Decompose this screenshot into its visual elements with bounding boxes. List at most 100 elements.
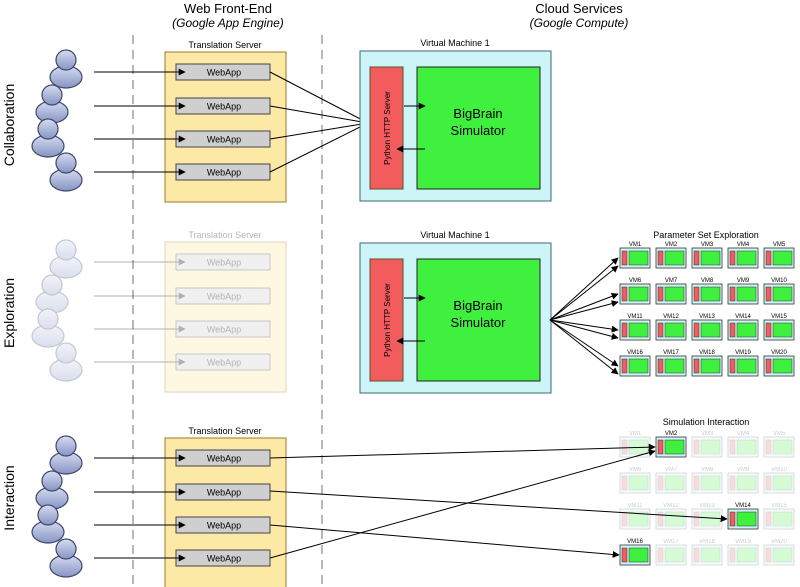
vm-tile-sim [664, 439, 685, 455]
webapp-label: WebApp [207, 135, 241, 145]
webapp-label: WebApp [207, 258, 241, 268]
webapp-collaboration-4[interactable]: WebApp [175, 163, 271, 181]
vm-tile-label: VM5 [773, 431, 786, 437]
vm-tile-label: VM1 [629, 431, 642, 437]
vm-tile-sim [628, 322, 649, 338]
vm-tile-label: VM15 [771, 503, 787, 509]
webapp-box [175, 320, 271, 338]
person-head-icon [41, 84, 63, 106]
vm-tile-box [655, 508, 687, 530]
webapp-interaction-3[interactable]: WebApp [175, 516, 271, 534]
vm-tile-label: VM19 [735, 350, 751, 356]
vm-tile-vm14[interactable]: VM14 [727, 314, 759, 341]
webapp2-to-vm14-arrow [269, 490, 728, 523]
vm-tile-vm13[interactable]: VM13 [691, 314, 723, 341]
vm-tile-vm7[interactable]: VM7 [655, 278, 687, 305]
vm-tile-vm16[interactable]: VM16 [619, 350, 651, 377]
vm-tile-vm20[interactable]: VM20 [763, 350, 795, 377]
vm-tile-vm10[interactable]: VM10 [763, 467, 795, 494]
vm-tile-vm18[interactable]: VM18 [691, 350, 723, 377]
user-collaboration-2 [35, 84, 69, 124]
webapp-collaboration-3[interactable]: WebApp [175, 130, 271, 148]
translation-server-label: Translation Server [188, 426, 261, 436]
vm-tile-vm3[interactable]: VM3 [691, 431, 723, 458]
vm-tile-vm15[interactable]: VM15 [763, 314, 795, 341]
webapp-exploration-3[interactable]: WebApp [175, 320, 271, 338]
vm-tile-vm3[interactable]: VM3 [691, 242, 723, 269]
vm-tile-vm12[interactable]: VM12 [655, 314, 687, 341]
webapp-exploration-4[interactable]: WebApp [175, 353, 271, 371]
person-head-icon [55, 538, 77, 560]
vm-tile-http [657, 286, 664, 302]
webapp-exploration-1[interactable]: WebApp [175, 253, 271, 271]
vm-tile-vm19[interactable]: VM19 [727, 350, 759, 377]
vm-tile-http [729, 322, 736, 338]
webapp-interaction-1[interactable]: WebApp [175, 449, 271, 467]
webapp-collaboration-2[interactable]: WebApp [175, 97, 271, 115]
vm-tile-vm11[interactable]: VM11 [619, 314, 651, 341]
vm-tile-http [693, 250, 700, 266]
vm-tile-sim [736, 475, 757, 491]
vm-tile-box [763, 472, 795, 494]
vm-tile-vm8[interactable]: VM8 [691, 278, 723, 305]
vm-tile-vm6[interactable]: VM6 [619, 467, 651, 494]
frontend-exploration: Translation ServerWebAppWebAppWebAppWebA… [31, 230, 287, 393]
vm-tile-label: VM1 [629, 242, 642, 248]
vm-tile-vm9[interactable]: VM9 [727, 467, 759, 494]
vm-tile-vm11[interactable]: VM11 [619, 503, 651, 530]
vm-tile-vm7[interactable]: VM7 [655, 467, 687, 494]
person-head-icon [37, 504, 59, 526]
webapp-exploration-2[interactable]: WebApp [175, 287, 271, 305]
person-head-icon [55, 342, 77, 364]
vm-tile-vm8[interactable]: VM8 [691, 467, 723, 494]
webapp3-to-vm16-arrow [269, 524, 620, 558]
webapp-interaction-2[interactable]: WebApp [175, 483, 271, 501]
vm-tile-vm18[interactable]: VM18 [691, 539, 723, 566]
vm-tile-http [693, 475, 700, 491]
vm-tile-http [657, 439, 664, 455]
vm-tile-label: VM10 [771, 278, 787, 284]
vm-tile-vm4[interactable]: VM4 [727, 242, 759, 269]
vm-tile-label: VM13 [699, 503, 715, 509]
vm-tile-vm4[interactable]: VM4 [727, 431, 759, 458]
vm-tile-vm19[interactable]: VM19 [727, 539, 759, 566]
vm-tile-vm14[interactable]: VM14 [727, 503, 759, 530]
webapp-label: WebApp [207, 488, 241, 498]
vm-tile-vm2[interactable]: VM2 [655, 242, 687, 269]
vm-tile-vm20[interactable]: VM20 [763, 539, 795, 566]
vm-tile-sim [772, 547, 793, 563]
vm-tile-vm6[interactable]: VM6 [619, 278, 651, 305]
vm-tile-vm9[interactable]: VM9 [727, 278, 759, 305]
cloud-title: Cloud Services [535, 1, 623, 16]
vm-tile-vm15[interactable]: VM15 [763, 503, 795, 530]
vm-tile-vm5[interactable]: VM5 [763, 431, 795, 458]
simulation-interaction-title: Simulation Interaction [663, 417, 750, 427]
vm-tile-label: VM3 [701, 242, 714, 248]
vm-tile-label: VM8 [701, 467, 714, 473]
vm-tile-vm1[interactable]: VM1 [619, 431, 651, 458]
webapp-label: WebApp [207, 68, 241, 78]
vm-tile-http [765, 358, 772, 374]
python-http-server-box [369, 66, 404, 190]
vm-tile-vm16[interactable]: VM16 [619, 539, 651, 566]
vm-tile-vm10[interactable]: VM10 [763, 278, 795, 305]
vm-tile-vm17[interactable]: VM17 [655, 539, 687, 566]
vm-tile-http [729, 358, 736, 374]
vm-tile-vm17[interactable]: VM17 [655, 350, 687, 377]
vm-tile-sim [628, 358, 649, 374]
vm-tile-http [729, 250, 736, 266]
vm-tile-vm12[interactable]: VM12 [655, 503, 687, 530]
vm-tile-vm1[interactable]: VM1 [619, 242, 651, 269]
vm-tile-vm2[interactable]: VM2 [655, 431, 687, 458]
webapp-collaboration-1[interactable]: WebApp [175, 63, 271, 81]
vm-tile-http [693, 511, 700, 527]
vm-tile-label: VM16 [627, 350, 643, 356]
vm-tile-vm5[interactable]: VM5 [763, 242, 795, 269]
vm-tile-http [657, 250, 664, 266]
vm-tile-label: VM18 [699, 350, 715, 356]
vm-tile-vm13[interactable]: VM13 [691, 503, 723, 530]
webapp-interaction-4[interactable]: WebApp [175, 549, 271, 567]
vm-tile-sim [772, 322, 793, 338]
vm-tile-http [657, 547, 664, 563]
